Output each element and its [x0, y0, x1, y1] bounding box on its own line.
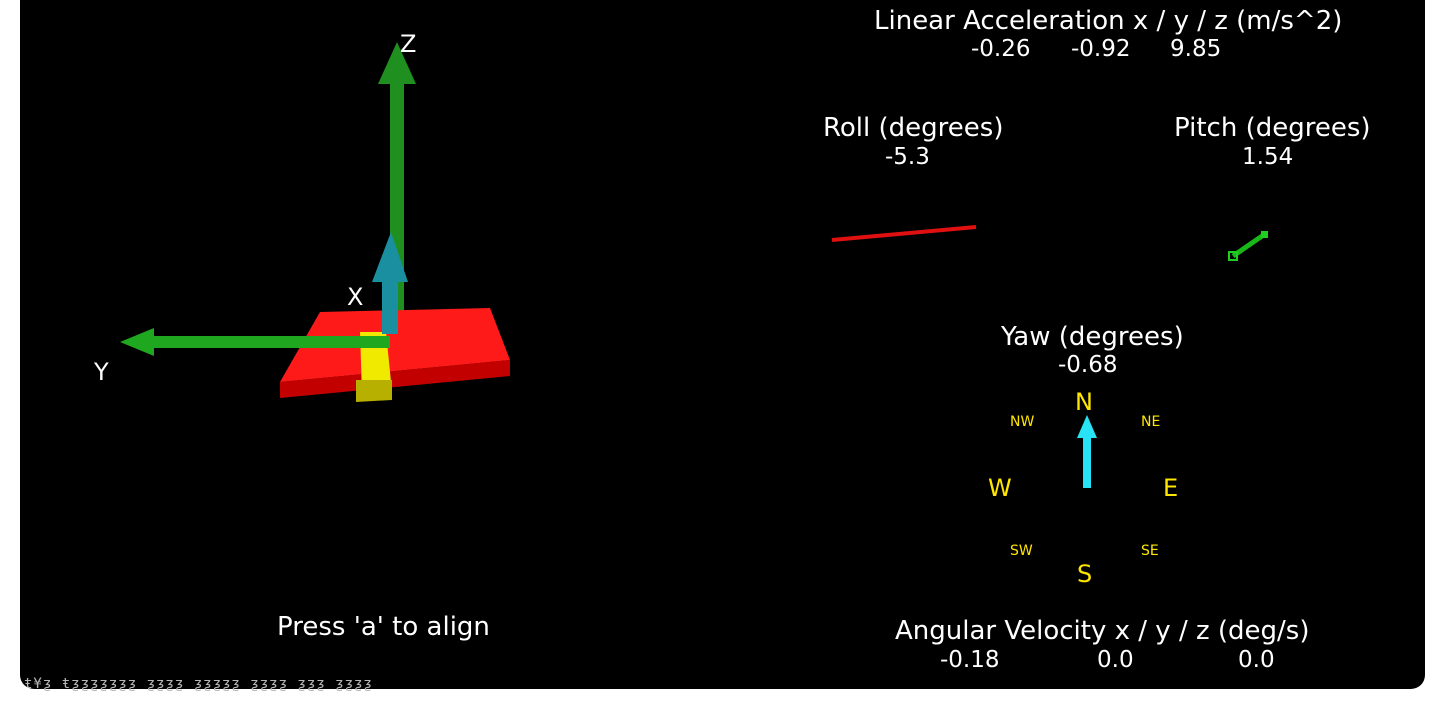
- angular-velocity-x: -0.18: [940, 647, 1000, 673]
- linear-acceleration-z: 9.85: [1170, 36, 1222, 62]
- window-bottom-strip: [0, 689, 1445, 714]
- roll-value: -5.3: [885, 144, 930, 170]
- angular-velocity-title: Angular Velocity x / y / z (deg/s): [895, 616, 1310, 646]
- board-yellow-front: [356, 380, 392, 402]
- z-axis-label: Z: [400, 30, 417, 58]
- pitch-indicator: [1228, 231, 1268, 261]
- yaw-value: -0.68: [1058, 352, 1118, 378]
- x-axis-label: X: [347, 283, 364, 311]
- compass-east: E: [1163, 474, 1179, 502]
- compass-west: W: [988, 474, 1012, 502]
- compass-southwest: SW: [1010, 543, 1033, 559]
- imu-visualizer-viewport[interactable]: Z X Y Press 'a' to align Linear Accelera…: [20, 0, 1425, 689]
- linear-acceleration-title: Linear Acceleration x / y / z (m/s^2): [874, 6, 1343, 36]
- board-3d-scene: [120, 42, 510, 402]
- yaw-title: Yaw (degrees): [1001, 322, 1184, 352]
- board-top: [280, 308, 510, 382]
- roll-indicator: [831, 225, 977, 242]
- heading-arrow-icon: [1077, 415, 1097, 488]
- angular-velocity-z: 0.0: [1238, 647, 1275, 673]
- board-front: [280, 360, 510, 398]
- align-hint: Press 'a' to align: [277, 612, 490, 642]
- y-axis-shaft: [150, 336, 390, 348]
- compass-south: S: [1077, 560, 1093, 588]
- x-axis-head: [372, 232, 408, 282]
- linear-acceleration-x: -0.26: [971, 36, 1031, 62]
- compass-northwest: NW: [1010, 414, 1035, 430]
- compass-north: N: [1075, 388, 1093, 416]
- y-axis-label: Y: [94, 358, 109, 386]
- pitch-value: 1.54: [1242, 144, 1294, 170]
- background-terminal-text: ŧ¥ƺ ŧƺƺƺƺƺƺƺ ƺƺƺƺ ƺƺƺƺƺ ƺƺƺƺ ƺƺƺ ƺƺƺƺ: [24, 676, 373, 692]
- z-axis-head: [378, 42, 416, 84]
- compass-northeast: NE: [1141, 414, 1161, 430]
- roll-title: Roll (degrees): [823, 113, 1004, 143]
- compass-southeast: SE: [1141, 543, 1159, 559]
- x-axis-shaft: [382, 270, 398, 334]
- y-axis-head: [120, 328, 154, 356]
- pitch-title: Pitch (degrees): [1174, 113, 1371, 143]
- linear-acceleration-y: -0.92: [1071, 36, 1131, 62]
- angular-velocity-y: 0.0: [1097, 647, 1134, 673]
